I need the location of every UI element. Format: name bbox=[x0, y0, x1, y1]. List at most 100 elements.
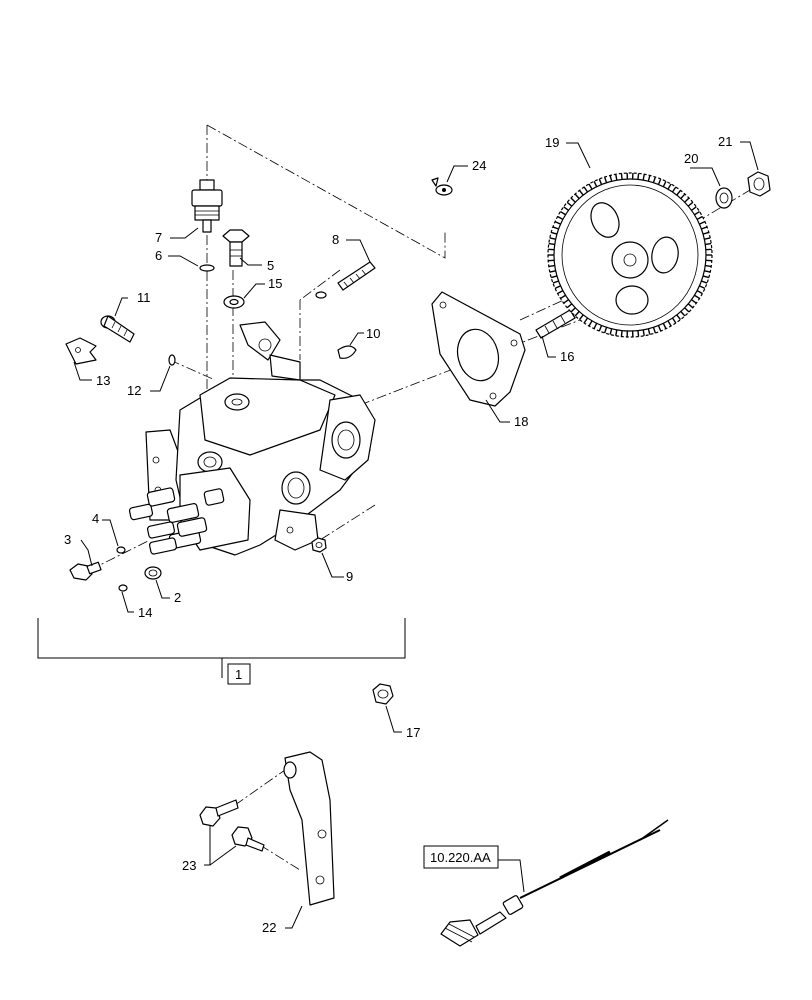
gear-tooth bbox=[647, 175, 651, 182]
callout-12: 12 bbox=[127, 383, 141, 398]
gear-tooth bbox=[552, 226, 559, 230]
gear-tooth bbox=[593, 323, 598, 330]
callout-7: 7 bbox=[155, 230, 162, 245]
assembly-centerlines bbox=[89, 124, 751, 871]
gear-tooth bbox=[705, 264, 712, 268]
gear-tooth bbox=[676, 189, 682, 196]
bolts-23 bbox=[199, 799, 265, 852]
stud-8 bbox=[315, 261, 376, 299]
plate-13 bbox=[65, 337, 97, 365]
gear-tooth bbox=[588, 320, 593, 327]
o-ring-14 bbox=[118, 584, 128, 592]
callout-labels: 7 6 5 15 8 24 10 11 13 12 9 3 4 14 2 18 … bbox=[64, 134, 732, 935]
bracket-22 bbox=[283, 751, 335, 906]
gear-tooth bbox=[566, 303, 573, 309]
gear-tooth bbox=[684, 307, 690, 313]
gear-tooth bbox=[549, 270, 556, 273]
snap-ring-12 bbox=[168, 354, 176, 366]
gear-tooth bbox=[642, 174, 645, 181]
gear-tooth bbox=[583, 186, 589, 193]
gear-tooth bbox=[603, 176, 608, 183]
callout-22: 22 bbox=[262, 920, 276, 935]
callout-17: 17 bbox=[406, 725, 420, 740]
nut-9 bbox=[311, 537, 327, 553]
leader-lines bbox=[37, 141, 759, 929]
gear-tooth bbox=[699, 221, 706, 225]
gear-tooth bbox=[583, 317, 589, 324]
callout-18: 18 bbox=[514, 414, 528, 429]
gear-tooth bbox=[554, 221, 561, 225]
gear-tooth bbox=[687, 303, 694, 309]
gear-tooth bbox=[637, 330, 640, 337]
gear-tooth bbox=[699, 285, 706, 289]
gear-tooth bbox=[676, 314, 682, 321]
callout-10: 10 bbox=[366, 326, 380, 341]
gear-tooth bbox=[615, 174, 618, 181]
gear-tooth bbox=[609, 328, 613, 335]
assembly-callout-1: 1 bbox=[227, 663, 251, 685]
callout-19: 19 bbox=[545, 135, 559, 150]
gear-tooth bbox=[615, 329, 618, 336]
reference-link[interactable]: 10.220.AA bbox=[423, 845, 499, 869]
gear-tooth bbox=[642, 329, 645, 336]
gear-tooth bbox=[598, 325, 603, 332]
callout-13: 13 bbox=[96, 373, 110, 388]
throttle-cable bbox=[440, 819, 669, 947]
gear-tooth bbox=[570, 197, 576, 203]
gear-tooth bbox=[704, 270, 711, 273]
gear-tooth bbox=[687, 201, 694, 207]
gear-tooth bbox=[647, 328, 651, 335]
gear-tooth bbox=[574, 193, 580, 199]
key-10 bbox=[337, 345, 357, 359]
nut-17 bbox=[372, 683, 394, 705]
gear-tooth bbox=[554, 285, 561, 289]
gear-tooth bbox=[696, 215, 703, 220]
gear-tooth bbox=[667, 183, 672, 190]
reference-label: 10.220.AA bbox=[430, 850, 491, 865]
gear-tooth bbox=[557, 290, 564, 295]
gear-tooth bbox=[578, 189, 584, 196]
gear-tooth bbox=[574, 311, 580, 317]
gear-tooth bbox=[588, 183, 593, 190]
screw-11 bbox=[100, 315, 135, 343]
washer-15 bbox=[223, 295, 245, 309]
gear-tooth bbox=[671, 317, 677, 324]
gear-tooth bbox=[662, 323, 667, 330]
gear-tooth bbox=[557, 215, 564, 220]
injection-pump bbox=[128, 321, 376, 556]
gear-tooth bbox=[684, 197, 690, 203]
gear-tooth bbox=[704, 237, 711, 240]
check-valve-2 bbox=[144, 566, 162, 580]
callout-9: 9 bbox=[346, 569, 353, 584]
gear-tooth bbox=[620, 330, 623, 337]
gear-tooth bbox=[570, 307, 576, 313]
nut-21 bbox=[747, 171, 771, 197]
gear-tooth bbox=[662, 180, 667, 187]
gear-tooth bbox=[552, 280, 559, 284]
callout-4: 4 bbox=[92, 511, 99, 526]
callout-14: 14 bbox=[138, 605, 152, 620]
gear-tooth bbox=[578, 314, 584, 321]
gear-tooth bbox=[560, 210, 566, 216]
callout-20: 20 bbox=[684, 151, 698, 166]
gear-tooth bbox=[671, 186, 677, 193]
callout-1: 1 bbox=[235, 667, 242, 682]
gear-tooth bbox=[691, 299, 697, 304]
gear-tooth bbox=[560, 294, 566, 300]
gear-tooth bbox=[548, 264, 555, 268]
gear-tooth bbox=[620, 173, 623, 180]
gear-tooth bbox=[702, 231, 710, 235]
clip-24 bbox=[431, 177, 453, 196]
callout-16: 16 bbox=[560, 349, 574, 364]
gear-tooth bbox=[705, 242, 712, 246]
gear-tooth bbox=[548, 242, 555, 246]
gear-tooth bbox=[550, 275, 558, 279]
delivery-valves bbox=[128, 487, 225, 555]
gear-19 bbox=[547, 172, 713, 338]
callout-11: 11 bbox=[137, 290, 151, 305]
gear-tooth bbox=[563, 299, 569, 304]
callout-6: 6 bbox=[155, 248, 162, 263]
gear-tooth bbox=[598, 178, 603, 185]
bolt-5 bbox=[222, 229, 250, 267]
